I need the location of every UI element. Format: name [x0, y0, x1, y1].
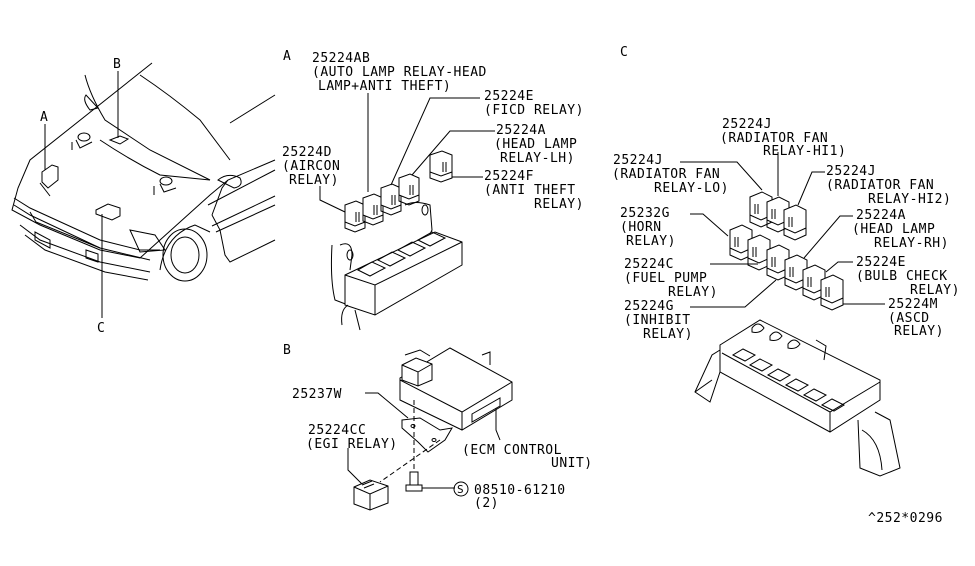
relay-radiator-fan-hi2	[783, 204, 807, 241]
svg-text:RELAY-LO): RELAY-LO)	[654, 181, 729, 196]
svg-text:(ECM CONTROL: (ECM CONTROL	[462, 443, 562, 458]
part-label-25224CC: 25224CC (EGI RELAY)	[306, 423, 398, 452]
diagram-reference-code: ^252*0296	[868, 511, 943, 526]
svg-text:25232G: 25232G	[620, 206, 670, 221]
svg-text:(AIRCON: (AIRCON	[282, 159, 340, 174]
svg-text:RELAY): RELAY)	[643, 327, 693, 342]
callout-label-a: A	[40, 110, 48, 125]
svg-text:(ANTI THEFT: (ANTI THEFT	[484, 183, 576, 198]
svg-text:25224A: 25224A	[856, 208, 906, 223]
svg-text:(HORN: (HORN	[620, 220, 662, 235]
svg-text:(RADIATOR FAN: (RADIATOR FAN	[720, 131, 828, 146]
svg-text:(RADIATOR FAN: (RADIATOR FAN	[826, 178, 934, 193]
section-b-heading: B	[283, 343, 291, 358]
svg-text:25224J: 25224J	[613, 153, 663, 168]
svg-text:LAMP+ANTI THEFT): LAMP+ANTI THEFT)	[318, 79, 451, 94]
svg-text:(FICD RELAY): (FICD RELAY)	[484, 103, 584, 118]
svg-text:(RADIATOR FAN: (RADIATOR FAN	[612, 167, 720, 182]
part-label-08510-61210: S 08510-61210 (2)	[453, 481, 566, 511]
svg-text:RELAY): RELAY)	[894, 324, 944, 339]
svg-text:RELAY): RELAY)	[289, 173, 339, 188]
callout-label-c: C	[97, 321, 105, 336]
part-label-25224J-lo: 25224J (RADIATOR FAN RELAY-LO)	[612, 153, 729, 196]
svg-text:25224A: 25224A	[496, 123, 546, 138]
part-label-25224C: 25224C (FUEL PUMP RELAY)	[624, 257, 718, 300]
part-label-25224G: 25224G (INHIBIT RELAY)	[624, 299, 693, 342]
relay-ficd	[380, 183, 402, 216]
section-a-relay-block	[319, 93, 495, 331]
svg-text:25224J: 25224J	[826, 164, 876, 179]
part-label-25224E-ficd: 25224E (FICD RELAY)	[484, 89, 584, 118]
svg-text:25224G: 25224G	[624, 299, 674, 314]
section-c-relay-block	[680, 152, 901, 477]
part-label-25224F: 25224F (ANTI THEFT RELAY)	[484, 169, 584, 212]
svg-text:25224CC: 25224CC	[308, 423, 366, 438]
svg-text:25237W: 25237W	[292, 387, 342, 402]
svg-text:25224J: 25224J	[722, 117, 772, 132]
relay-ascd	[820, 274, 844, 311]
callout-label-b: B	[113, 57, 121, 72]
part-label-25224A-lh: 25224A (HEAD LAMP RELAY-LH)	[494, 123, 577, 166]
svg-text:(INHIBIT: (INHIBIT	[624, 313, 691, 328]
part-label-25237W: 25237W	[292, 387, 342, 402]
svg-text:25224F: 25224F	[484, 169, 534, 184]
part-label-25224A-rh: 25224A (HEAD LAMP RELAY-RH)	[852, 208, 949, 251]
svg-text:RELAY-LH): RELAY-LH)	[500, 151, 575, 166]
svg-text:(2): (2)	[474, 496, 499, 511]
svg-text:(EGI RELAY): (EGI RELAY)	[306, 437, 398, 452]
section-a-heading: A	[283, 49, 291, 64]
part-label-ecm-control-unit: (ECM CONTROL UNIT)	[462, 443, 593, 471]
section-b-ecm-assembly	[347, 347, 513, 511]
svg-text:RELAY-RH): RELAY-RH)	[874, 236, 949, 251]
svg-text:S: S	[457, 483, 464, 496]
svg-text:25224D: 25224D	[282, 145, 332, 160]
svg-text:(AUTO LAMP RELAY-HEAD: (AUTO LAMP RELAY-HEAD	[312, 65, 487, 80]
part-label-25224D: 25224D (AIRCON RELAY)	[282, 145, 340, 188]
svg-text:(BULB CHECK: (BULB CHECK	[856, 269, 948, 284]
relay-head-lamp-lh	[398, 173, 420, 206]
part-label-25224E-bulb: 25224E (BULB CHECK RELAY)	[856, 255, 960, 298]
part-label-25224M: 25224M (ASCD RELAY)	[888, 297, 944, 339]
svg-text:25224M: 25224M	[888, 297, 938, 312]
svg-text:25224E: 25224E	[484, 89, 534, 104]
part-label-25224J-hi2: 25224J (RADIATOR FAN RELAY-HI2)	[826, 164, 951, 207]
svg-text:(HEAD LAMP: (HEAD LAMP	[494, 137, 577, 152]
svg-text:08510-61210: 08510-61210	[474, 483, 566, 498]
svg-text:RELAY): RELAY)	[534, 197, 584, 212]
relay-head-lamp-rh	[784, 254, 808, 291]
relay-anti-theft	[429, 150, 453, 183]
standard-part-s-icon	[453, 481, 469, 497]
part-label-25232G: 25232G (HORN RELAY)	[620, 206, 676, 249]
svg-text:(ASCD: (ASCD	[888, 311, 930, 326]
relay-auto-lamp	[362, 193, 384, 226]
vehicle-illustration	[11, 62, 276, 318]
relay-aircon	[344, 200, 366, 233]
svg-text:25224C: 25224C	[624, 257, 674, 272]
svg-text:(HEAD LAMP: (HEAD LAMP	[852, 222, 935, 237]
svg-text:(FUEL PUMP: (FUEL PUMP	[624, 271, 707, 286]
svg-text:25224E: 25224E	[856, 255, 906, 270]
part-label-25224AB: 25224AB (AUTO LAMP RELAY-HEAD LAMP+ANTI …	[312, 51, 487, 94]
svg-text:25224AB: 25224AB	[312, 51, 370, 66]
part-label-25224J-hi1: 25224J (RADIATOR FAN RELAY-HI1)	[720, 117, 846, 159]
svg-text:RELAY): RELAY)	[668, 285, 718, 300]
svg-text:RELAY-HI1): RELAY-HI1)	[763, 144, 846, 159]
section-c-heading: C	[620, 45, 628, 60]
svg-text:RELAY): RELAY)	[910, 283, 960, 298]
svg-text:UNIT): UNIT)	[551, 456, 593, 471]
svg-text:RELAY-HI2): RELAY-HI2)	[868, 192, 951, 207]
svg-text:RELAY): RELAY)	[626, 234, 676, 249]
